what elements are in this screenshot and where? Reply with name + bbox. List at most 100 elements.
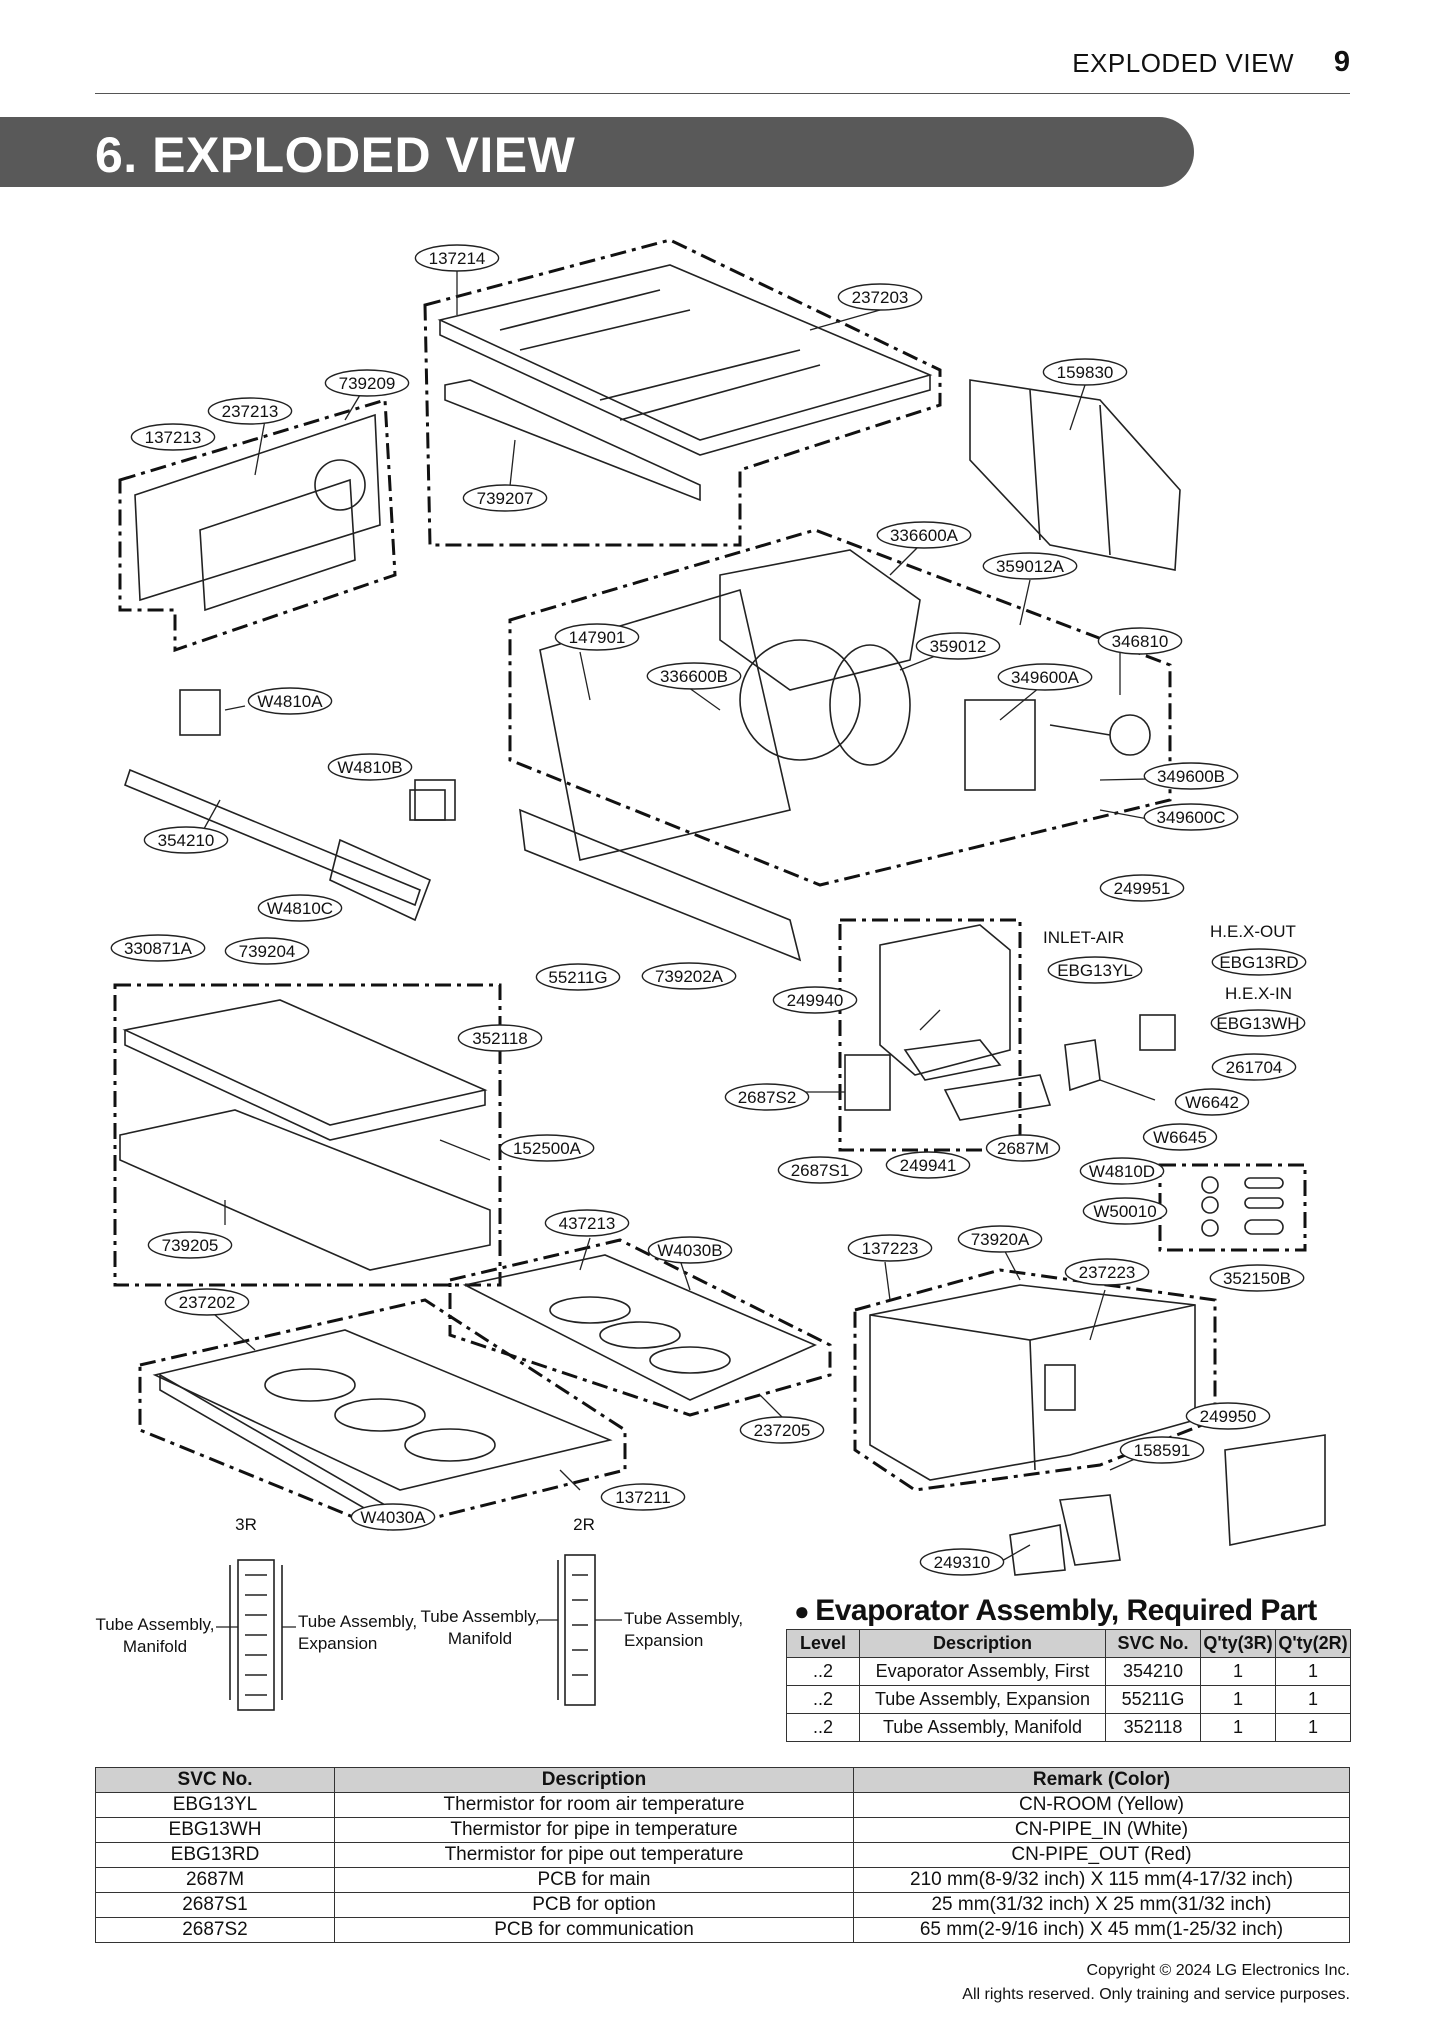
part-number: 437213: [559, 1214, 616, 1233]
col-level: Level: [786, 1629, 860, 1658]
part-number: 249940: [787, 991, 844, 1010]
part-label: EBG13YL: [1047, 956, 1143, 984]
filter-frame-sketch: [969, 379, 1181, 571]
part-label: 437213: [544, 1209, 630, 1237]
part-number: 249951: [1114, 879, 1171, 898]
part-number: 137223: [862, 1239, 919, 1258]
cell-remark: 25 mm(31/32 inch) X 25 mm(31/32 inch): [853, 1892, 1350, 1918]
part-number: W4030B: [657, 1241, 722, 1260]
cell-svc-no: 55211G: [1105, 1685, 1201, 1714]
part-label: W6642: [1174, 1088, 1250, 1116]
part-label-oval: [1042, 358, 1128, 386]
part-label-oval: [646, 662, 742, 690]
part-label: 249310: [919, 1548, 1005, 1576]
part-label-layer: 1372142372031598307392092372131372137392…: [110, 244, 1307, 1576]
bullet-icon: ●: [794, 1596, 810, 1626]
part-label-oval: [414, 244, 500, 272]
cell-remark: CN-PIPE_IN (White): [853, 1817, 1350, 1843]
part-number: 354210: [158, 831, 215, 850]
part-label-oval: [1064, 1258, 1150, 1286]
part-label-oval: [164, 1288, 250, 1316]
part-label: 739202A: [641, 962, 737, 990]
part-label-oval: [224, 937, 310, 965]
part-label-oval: [1210, 1009, 1306, 1037]
part-label-oval: [1082, 1197, 1168, 1225]
part-number: 159830: [1057, 363, 1114, 382]
part-label: 137211: [600, 1483, 686, 1511]
part-number: 349600C: [1156, 808, 1225, 827]
part-label-oval: [739, 1416, 825, 1444]
part-label-oval: [885, 1151, 971, 1179]
part-label: 147901: [554, 623, 640, 651]
part-label-oval: [847, 1234, 933, 1262]
part-number: 359012: [930, 637, 987, 656]
part-label-oval: [1119, 1436, 1205, 1464]
part-label-oval: [130, 423, 216, 451]
table-row: 2687M PCB for main 210 mm(8-9/32 inch) X…: [95, 1867, 1350, 1893]
col-remark: Remark (Color): [853, 1767, 1350, 1793]
blower-sketch: [539, 549, 1151, 861]
hardware-group: [1158, 1163, 1307, 1252]
part-number: 2687S2: [738, 1088, 797, 1107]
cell-description: Tube Assembly, Expansion: [859, 1685, 1106, 1714]
table-row: 2687S1 PCB for option 25 mm(31/32 inch) …: [95, 1892, 1350, 1918]
svc-parts-table: SVC No. Description Remark (Color) EBG13…: [95, 1767, 1350, 1943]
part-label-oval: [724, 1083, 810, 1111]
col-qty-3r: Q'ty(3R): [1200, 1629, 1276, 1658]
part-number: 739209: [339, 374, 396, 393]
section-banner: 6. EXPLODED VIEW: [0, 117, 1194, 187]
cell-description: Evaporator Assembly, First: [859, 1657, 1106, 1686]
part-label: 159830: [1042, 358, 1128, 386]
part-label: 137214: [414, 244, 500, 272]
cell-svc-no: 352118: [1105, 1713, 1201, 1742]
table-row: 2687S2 PCB for communication 65 mm(2-9/1…: [95, 1917, 1350, 1943]
cell-qty-2r: 1: [1275, 1657, 1351, 1686]
part-label: 2687M: [985, 1134, 1061, 1162]
part-number: 55211G: [548, 968, 607, 987]
header-rule: [95, 93, 1350, 94]
col-description: Description: [334, 1767, 854, 1793]
part-number: 330871A: [124, 939, 193, 958]
part-label: W50010: [1082, 1197, 1168, 1225]
col-svc-no: SVC No.: [95, 1767, 335, 1793]
table-row: ..2 Tube Assembly, Manifold 352118 1 1: [786, 1713, 1351, 1742]
part-label-oval: [1097, 627, 1183, 655]
part-label-oval: [777, 1156, 863, 1184]
part-label: 349600A: [997, 663, 1093, 691]
part-label: 137213: [130, 423, 216, 451]
cell-remark: 65 mm(2-9/16 inch) X 45 mm(1-25/32 inch): [853, 1917, 1350, 1943]
part-label: 359012A: [982, 552, 1078, 580]
part-number: W4810B: [337, 758, 402, 777]
part-number: 137213: [145, 428, 202, 447]
part-label-oval: [554, 623, 640, 651]
part-label-oval: [915, 632, 1001, 660]
drain-pan-sketch: [119, 999, 491, 1271]
part-label-oval: [207, 397, 293, 425]
part-label: EBG13WH: [1210, 1009, 1306, 1037]
part-label: 158591: [1119, 1436, 1205, 1464]
cell-description: Thermistor for pipe in temperature: [334, 1817, 854, 1843]
cell-level: ..2: [786, 1713, 860, 1742]
part-label-oval: [247, 687, 333, 715]
cell-qty-3r: 1: [1200, 1685, 1276, 1714]
part-label-oval: [600, 1483, 686, 1511]
cell-level: ..2: [786, 1685, 860, 1714]
part-number: 237213: [222, 402, 279, 421]
col-description: Description: [859, 1629, 1106, 1658]
part-label: 739209: [324, 369, 410, 397]
part-number: 147901: [569, 628, 626, 647]
part-number: EBG13YL: [1057, 961, 1133, 980]
part-label: 2687S1: [777, 1156, 863, 1184]
part-number: 73920A: [971, 1230, 1030, 1249]
part-number: 237223: [1079, 1263, 1136, 1282]
part-label-oval: [876, 521, 972, 549]
part-label: 346810: [1097, 627, 1183, 655]
part-label-oval: [957, 1225, 1043, 1253]
part-label: 237213: [207, 397, 293, 425]
part-label: W4030A: [350, 1503, 436, 1531]
part-label-oval: [544, 1209, 630, 1237]
part-number: 739202A: [655, 967, 724, 986]
evaporator-table-title-text: Evaporator Assembly, Required Part: [815, 1594, 1317, 1627]
part-number: 352118: [472, 1029, 527, 1048]
